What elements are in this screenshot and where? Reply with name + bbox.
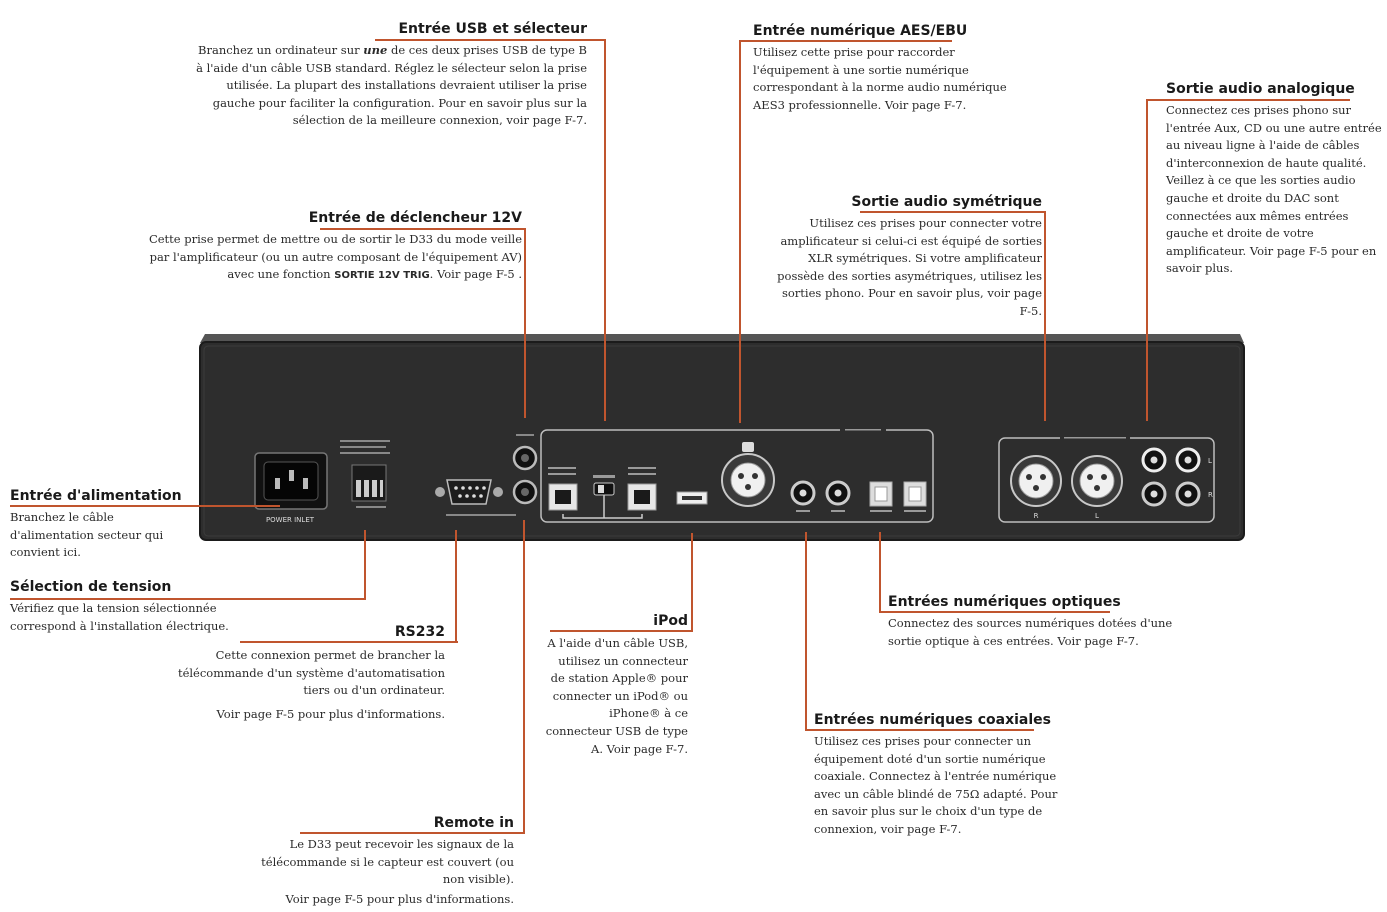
callout-trigger-text-b: . Voir page F-5 . xyxy=(429,267,522,282)
leader-usb xyxy=(375,39,605,41)
callout-rs232: RS232 Cette connexion permet de brancher… xyxy=(160,623,445,723)
chassis-top-lip xyxy=(200,334,1244,343)
callout-trigger: Entrée de déclencheur 12V Cette prise pe… xyxy=(140,209,522,285)
leader-aes-joint xyxy=(739,40,753,42)
callout-usb-text-b: de ces deux prises USB de type B à l'aid… xyxy=(196,43,587,128)
leader-analog xyxy=(1147,99,1350,101)
voltage-selector xyxy=(340,440,390,508)
leader-power xyxy=(10,505,280,507)
callout-trigger-title: Entrée de déclencheur 12V xyxy=(308,210,522,226)
chassis-bevel xyxy=(203,345,1241,537)
callout-aes: Entrée numérique AES/EBU Utilisez cette … xyxy=(753,22,1021,114)
callout-analog: Sortie audio analogique Connectez ces pr… xyxy=(1166,80,1384,278)
callout-trigger-text-sc: SORTIE 12V TRIG xyxy=(334,270,430,282)
leader-rs232-vert xyxy=(455,530,457,643)
leader-analog-vert xyxy=(1146,99,1148,421)
leader-trigger xyxy=(320,228,526,230)
aes-ebu-xlr xyxy=(721,442,775,507)
callout-balanced: Sortie audio symétrique Utilisez ces pri… xyxy=(776,193,1042,321)
balanced-xlr-outputs xyxy=(1010,455,1123,507)
balanced-r-label: R xyxy=(1034,512,1039,520)
coax-inputs xyxy=(790,480,851,512)
usb-b-ports xyxy=(548,467,657,519)
leader-aes xyxy=(752,40,952,42)
callout-voltage-title: Sélection de tension xyxy=(10,579,172,595)
leader-coax-vert xyxy=(805,532,807,731)
callout-optical-text: Connectez des sources numériques dotées … xyxy=(888,616,1173,648)
usb-a-port xyxy=(676,491,708,505)
callout-power: Entrée d'alimentation Branchez le câble … xyxy=(10,487,190,562)
callout-remote: Remote in Le D33 peut recevoir les signa… xyxy=(250,814,514,908)
callout-ipod: iPod A l'aide d'un câble USB, utilisez u… xyxy=(545,612,688,758)
callout-rs232-title: RS232 xyxy=(394,624,445,640)
callout-usb-title: Entrée USB et sélecteur xyxy=(398,21,587,37)
leader-voltage-vert xyxy=(364,530,366,600)
leader-remote xyxy=(300,832,525,834)
callout-coax: Entrées numériques coaxiales Utilisez ce… xyxy=(814,711,1064,839)
callout-aes-title: Entrée numérique AES/EBU xyxy=(753,23,968,39)
rca-l-label: L xyxy=(1208,457,1212,465)
callout-optical-title: Entrées numériques optiques xyxy=(888,594,1121,610)
callout-power-title: Entrée d'alimentation xyxy=(10,488,182,504)
power-inlet xyxy=(254,452,328,510)
callout-remote-title: Remote in xyxy=(433,815,514,831)
callout-coax-text: Utilisez ces prises pour connecter un éq… xyxy=(814,734,1058,836)
callout-analog-title: Sortie audio analogique xyxy=(1166,81,1355,97)
callout-ipod-text: A l'aide d'un câble USB, utilisez un con… xyxy=(545,636,688,756)
callout-remote-text2: Voir page F-5 pour plus d'informations. xyxy=(285,891,514,906)
power-inlet-label: POWER INLET xyxy=(266,516,315,524)
leader-optical xyxy=(880,611,1110,613)
callout-trigger-text: Cette prise permet de mettre ou de sorti… xyxy=(140,231,522,285)
callout-voltage-text: Vérifiez que la tension sélectionnée cor… xyxy=(10,601,229,633)
callout-analog-text: Connectez ces prises phono sur l'entrée … xyxy=(1166,103,1382,276)
leader-balanced xyxy=(860,211,1046,213)
leader-voltage xyxy=(10,598,366,600)
leader-rs232 xyxy=(240,641,458,643)
trigger-remote-jacks xyxy=(512,434,538,505)
leader-remote-vert xyxy=(523,520,525,834)
optical-inputs xyxy=(869,481,927,512)
callout-usb-text-a: Branchez un ordinateur sur xyxy=(198,43,364,57)
callout-usb-text: Branchez un ordinateur sur une de ces de… xyxy=(190,42,587,130)
callout-balanced-title: Sortie audio symétrique xyxy=(851,194,1042,210)
callout-usb: Entrée USB et sélecteur Branchez un ordi… xyxy=(190,20,587,130)
callout-voltage: Sélection de tension Vérifiez que la ten… xyxy=(10,578,250,635)
balanced-l-label: L xyxy=(1095,512,1099,520)
callout-ipod-title: iPod xyxy=(653,613,688,629)
callout-rs232-text2: Voir page F-5 pour plus d'informations. xyxy=(216,706,445,721)
leader-coax xyxy=(806,729,1034,731)
rca-outputs xyxy=(1141,447,1201,507)
rca-r-label: R xyxy=(1208,491,1213,499)
callout-trigger-text-a: Cette prise permet de mettre ou de sorti… xyxy=(148,232,522,282)
leader-balanced-vert xyxy=(1044,211,1046,421)
callout-remote-text: Le D33 peut recevoir les signaux de la t… xyxy=(261,837,514,887)
leader-ipod-vert xyxy=(691,533,693,632)
leader-aes-vert xyxy=(739,40,741,423)
leader-ipod xyxy=(550,630,693,632)
callout-balanced-text: Utilisez ces prises pour connecter votre… xyxy=(777,216,1042,318)
callout-aes-text: Utilisez cette prise pour raccorder l'éq… xyxy=(753,45,1007,112)
rs232-port xyxy=(435,479,516,516)
callout-coax-title: Entrées numériques coaxiales xyxy=(814,712,1052,728)
callout-usb-text-em: une xyxy=(363,43,388,57)
leader-usb-vert xyxy=(604,39,606,421)
leader-trigger-vert xyxy=(524,228,526,418)
callout-rs232-text: Cette connexion permet de brancher la té… xyxy=(177,648,445,698)
digital-inputs-panel xyxy=(540,429,934,523)
callout-power-text: Branchez le câble d'alimentation secteur… xyxy=(10,510,164,560)
leader-optical-vert xyxy=(879,532,881,613)
callout-optical: Entrées numériques optiques Connectez de… xyxy=(888,593,1188,650)
